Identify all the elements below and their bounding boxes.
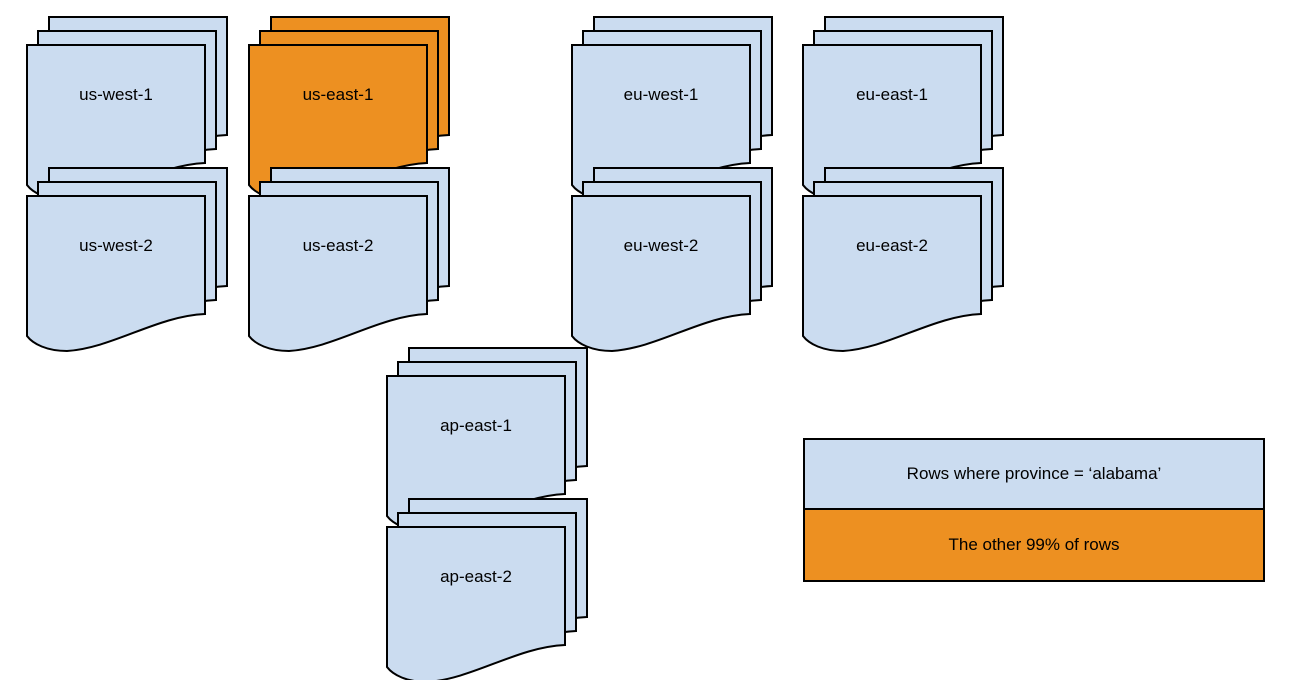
legend-label-orange: The other 99% of rows [948, 535, 1120, 554]
region-stack-shape [386, 347, 588, 533]
region-stack-us-west-1[interactable]: us-west-1 [18, 10, 234, 202]
region-stack-eu-west-1[interactable]: eu-west-1 [563, 10, 779, 202]
region-stack-shape [26, 167, 228, 353]
document-front [802, 195, 982, 353]
document-front [571, 195, 751, 353]
legend-item-blue: Rows where province = ‘alabama’ [805, 440, 1263, 510]
region-stack-shape [248, 167, 450, 353]
document-front [26, 195, 206, 353]
region-stack-shape [386, 498, 588, 680]
region-stack-ap-east-2[interactable]: ap-east-2 [378, 492, 594, 680]
region-stack-shape [802, 167, 1004, 353]
region-stack-eu-east-1[interactable]: eu-east-1 [794, 10, 1010, 202]
region-stack-us-east-1[interactable]: us-east-1 [240, 10, 456, 202]
legend-item-orange: The other 99% of rows [805, 510, 1263, 580]
region-stack-shape [571, 16, 773, 202]
region-stack-eu-west-2[interactable]: eu-west-2 [563, 161, 779, 353]
region-stack-shape [571, 167, 773, 353]
region-stack-shape [248, 16, 450, 202]
legend-label-blue: Rows where province = ‘alabama’ [906, 464, 1162, 483]
document-front [248, 195, 428, 353]
document-front [386, 526, 566, 680]
region-stack-shape [26, 16, 228, 202]
region-stack-us-west-2[interactable]: us-west-2 [18, 161, 234, 353]
region-stack-shape [802, 16, 1004, 202]
legend: Rows where province = ‘alabama’ The othe… [803, 438, 1265, 582]
region-stack-ap-east-1[interactable]: ap-east-1 [378, 341, 594, 533]
region-stack-eu-east-2[interactable]: eu-east-2 [794, 161, 1010, 353]
region-stack-us-east-2[interactable]: us-east-2 [240, 161, 456, 353]
